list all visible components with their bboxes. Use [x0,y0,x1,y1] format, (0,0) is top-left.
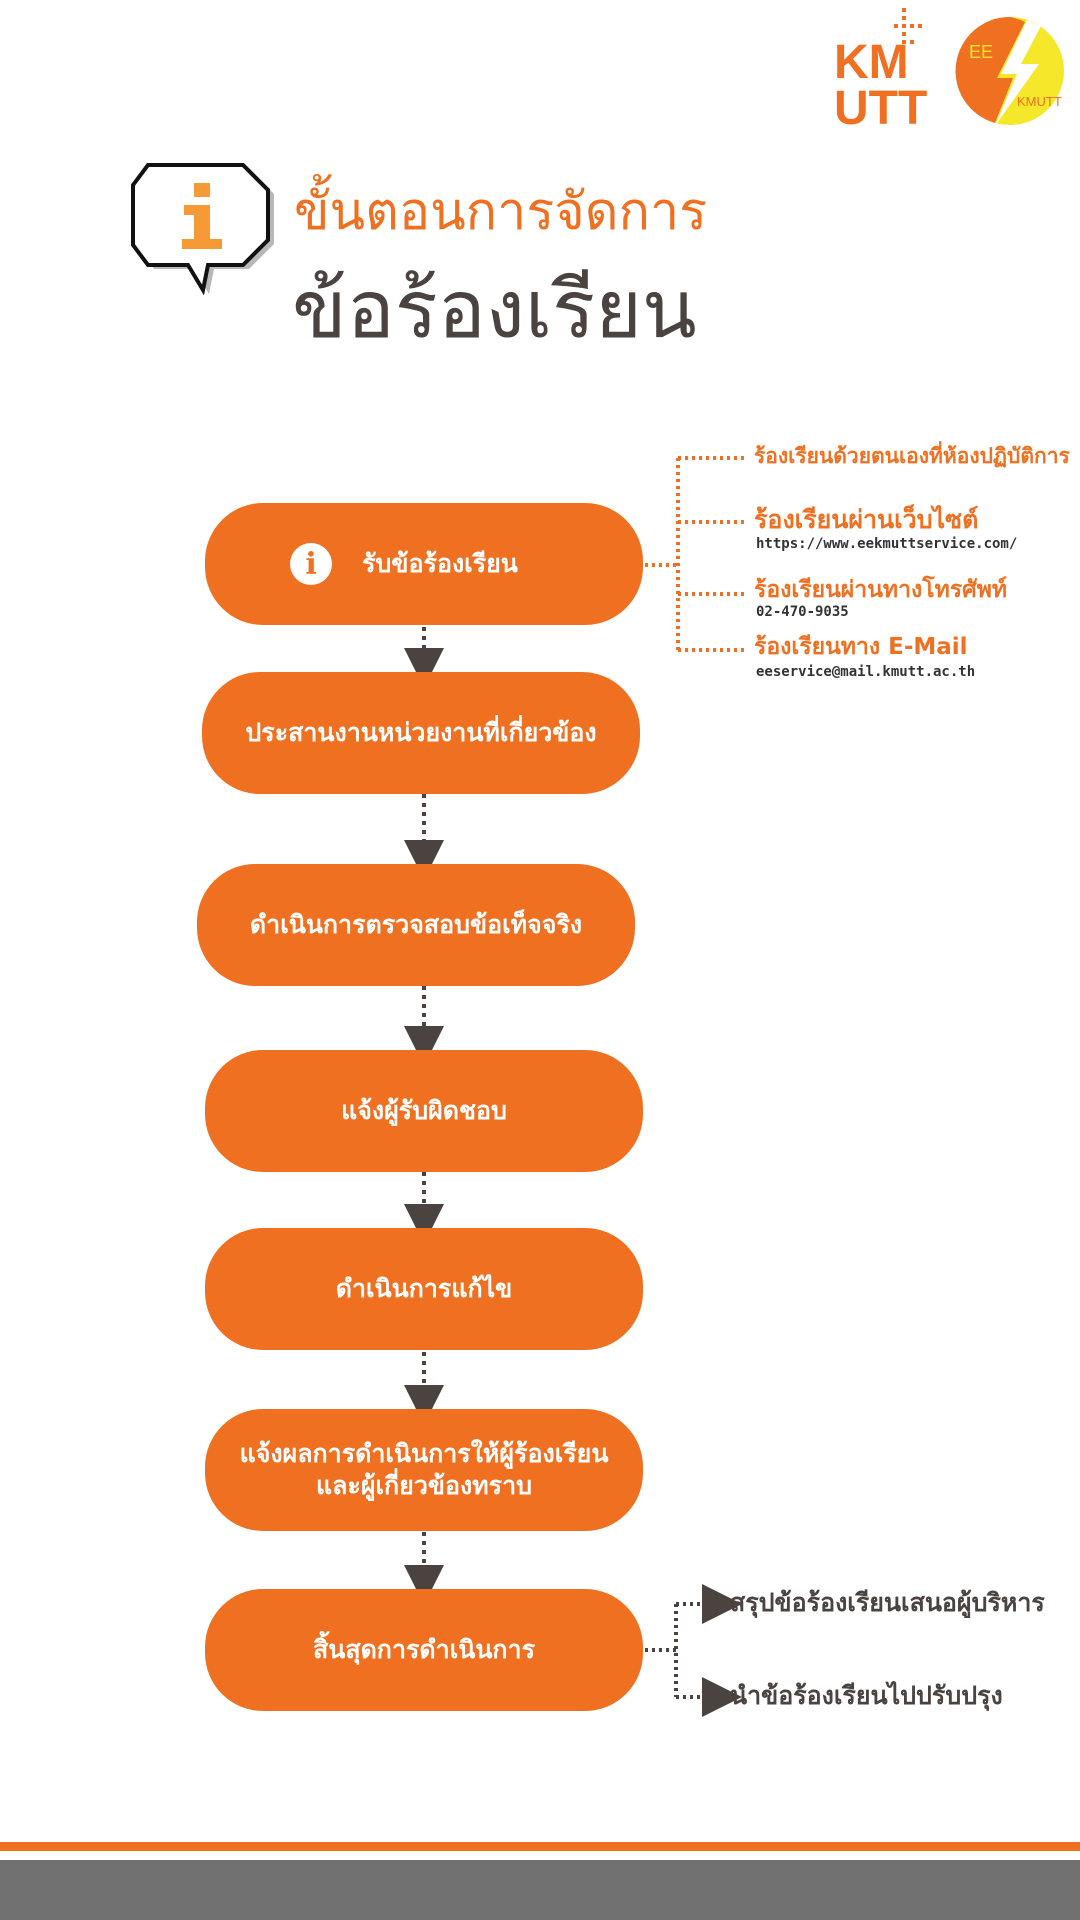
channel-website-url: https://www.eekmuttservice.com/ [756,536,1018,552]
step-label: ดำเนินการแก้ไข [335,1273,513,1303]
step-complete: สิ้นสุดการดำเนินการ [205,1589,643,1711]
step-report-result: แจ้งผลการดำเนินการให้ผู้ร้องเรียน และผู้… [205,1409,643,1531]
page-title: ข้อร้องเรียน [292,263,697,356]
channel-in-person: ร้องเรียนด้วยตนเองที่ห้องปฏิบัติการ [754,444,1070,468]
channel-website: ร้องเรียนผ่านเว็บไซต์ [754,505,979,534]
step-label: รับข้อร้องเรียน [362,548,518,578]
step-label: แจ้งผู้รับผิดชอบ [341,1095,507,1125]
kmutt-logo-text-top: KM [834,36,909,89]
kmutt-logo: KM UTT [834,8,927,126]
step-label: ประสานงานหน่วยงานที่เกี่ยวข้อง [245,717,597,747]
title-line1: ขั้นตอนการจัดการ [294,182,708,242]
outcome-summary: สรุปข้อร้องเรียนเสนอผู้บริหาร [730,1588,1045,1617]
info-speech-bubble-icon [131,163,274,295]
outcome-improve: นำข้อร้องเรียนไปปรับปรุง [730,1681,1003,1710]
step-notify-responsible: แจ้งผู้รับผิดชอบ [205,1050,643,1172]
channel-phone-number: 02-470-9035 [756,604,849,620]
ee-logo-small-text: KMUTT [1017,94,1062,109]
channel-phone: ร้องเรียนผ่านทางโทรศัพท์ [754,577,1008,603]
channel-email: ร้องเรียนทาง E-Mail [754,634,968,660]
step-investigate: ดำเนินการตรวจสอบข้อเท็จจริง [197,864,635,986]
step-label: ดำเนินการตรวจสอบข้อเท็จจริง [249,909,583,939]
step-receive-complaint: i รับข้อร้องเรียน [205,503,643,625]
info-icon: i [290,543,333,585]
channel-branch [645,456,745,652]
channel-email-address: eeservice@mail.kmutt.ac.th [756,664,976,680]
step-coordinate: ประสานงานหน่วยงานที่เกี่ยวข้อง [202,672,640,794]
footer-stripe [0,1842,1080,1851]
outcome-branch [645,1584,742,1717]
ee-logo-text: EE [969,42,993,62]
step-label: แจ้งผลการดำเนินการให้ผู้ร้องเรียน และผู้… [239,1438,609,1501]
kmutt-logo-text-bottom: UTT [834,82,927,126]
step-label: สิ้นสุดการดำเนินการ [312,1634,536,1664]
ee-logo: EE KMUTT [955,16,1064,126]
footer-bar [0,1860,1080,1920]
step-resolve: ดำเนินการแก้ไข [205,1228,643,1350]
